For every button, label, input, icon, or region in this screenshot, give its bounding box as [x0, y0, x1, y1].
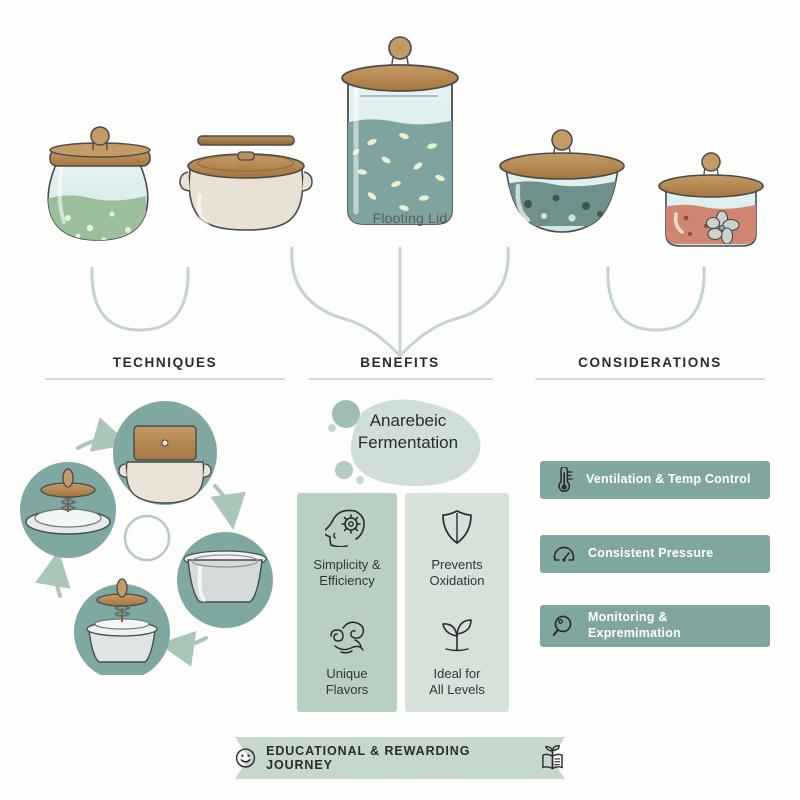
head-gear-icon [325, 509, 365, 547]
blob-dot-small-1 [328, 424, 336, 432]
benefit-cell-ideal-all-levels[interactable]: Ideal for All Levels [405, 616, 509, 698]
jar-round-glass-green [47, 126, 151, 241]
benefit-cell-unique-flavors[interactable]: Unique Flavors [297, 616, 397, 698]
gauge-icon [553, 546, 575, 562]
shield-icon [442, 510, 472, 544]
section-rule-considerations [535, 378, 765, 380]
blob-dot-large [332, 400, 360, 428]
benefit-cell-simplicity[interactable]: Simplicity & Efficiency [297, 507, 397, 589]
section-header-techniques: TECHNIQUES [112, 355, 218, 370]
cycle-arrow-1 [76, 417, 130, 452]
cycle-arrow-3 [158, 630, 208, 667]
consideration-label: Monitoring & Expremimation [588, 610, 681, 640]
benefit-label: Prevents Oxidation [429, 556, 485, 588]
cycle-arrow-4 [34, 550, 71, 598]
benefit-label: Unique Flavors [325, 666, 369, 698]
cycle-step-spring-weight [20, 462, 116, 558]
section-header-benefits: BENEFITS [360, 355, 440, 370]
sprout-icon [442, 619, 472, 652]
blob-dot-small-2 [356, 476, 364, 484]
jar-tall-center [341, 36, 459, 225]
benefit-label: Simplicity & Efficiency [313, 556, 381, 588]
banner-ribbon [235, 737, 565, 779]
section-rule-benefits [308, 378, 493, 380]
benefit-label: Ideal for All Levels [429, 666, 485, 698]
consideration-bar-pressure[interactable]: Consistent Pressure [540, 535, 770, 573]
cycle-step-crock-with-wooden-lid [113, 401, 217, 505]
jar-cream-crock [179, 135, 313, 231]
jar-row [47, 36, 764, 247]
consideration-label: Consistent Pressure [588, 546, 714, 561]
floating-lid-caption: Flooting Lid [372, 210, 448, 226]
benefit-cell-prevents-oxidation[interactable]: Prevents Oxidation [405, 507, 509, 589]
blob-dot-medium [335, 461, 353, 479]
cycle-arrow-2 [210, 484, 246, 530]
magnifier-icon [552, 615, 572, 637]
cycle-center-ring [123, 514, 171, 562]
anaerobic-fermentation-blob [328, 399, 481, 486]
flower-icon [705, 210, 740, 244]
thermometer-icon [558, 467, 573, 493]
jar-wide-bowl-teal [499, 129, 625, 233]
jar-small-red [658, 152, 764, 247]
consideration-bar-monitoring[interactable]: Monitoring & Expremimation [540, 605, 770, 647]
bottom-banner[interactable]: EDUCATIONAL & REWARDING JOURNEY [235, 737, 565, 779]
blob-title: Anarebeic Fermentation [357, 411, 459, 453]
consideration-label: Ventilation & Temp Control [586, 472, 751, 487]
cycle-step-bowl-with-weight [74, 578, 170, 675]
swirl-icon [330, 621, 365, 654]
consideration-bar-ventilation[interactable]: Ventilation & Temp Control [540, 461, 770, 499]
benefits-column-left: Simplicity & Efficiency Unique Flavors [297, 493, 397, 712]
techniques-cycle [20, 401, 273, 675]
section-rule-techniques [45, 378, 285, 380]
section-header-considerations: CONSIDERATIONS [578, 355, 722, 370]
blob-shape [350, 399, 481, 486]
cycle-step-metal-bowl [177, 532, 273, 628]
connector-curves [90, 246, 706, 358]
benefits-column-right: Prevents Oxidation Ideal for All Levels [405, 493, 509, 712]
